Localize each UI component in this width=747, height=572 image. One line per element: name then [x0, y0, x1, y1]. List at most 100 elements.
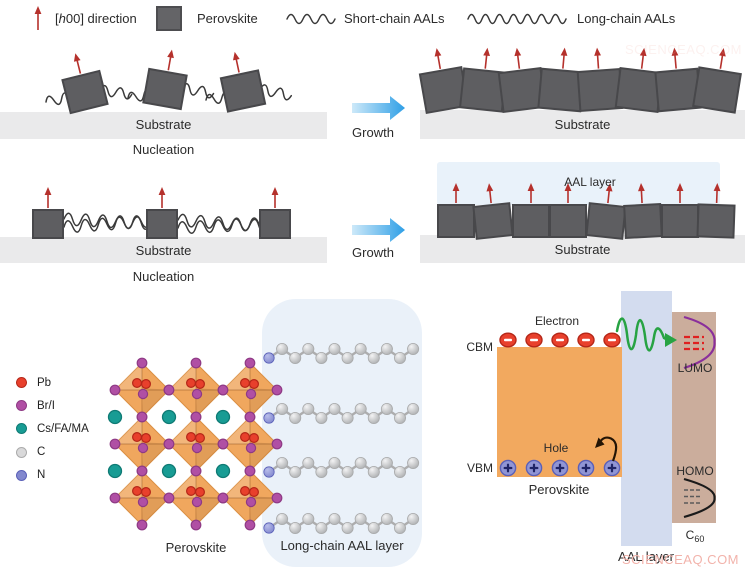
- nitrogen-atom: [263, 466, 275, 478]
- atom-legend: Pb Br/I Cs/FA/MA C N: [16, 371, 89, 487]
- red-direction-arrow: [233, 51, 240, 73]
- red-direction-arrow: [73, 53, 82, 74]
- perovskite-block: [142, 49, 188, 111]
- carbon-atom: [276, 402, 289, 415]
- electron-icon: [577, 332, 595, 348]
- legend-item-cs-fa-ma: Cs/FA/MA: [16, 417, 89, 440]
- carbon-atom: [341, 411, 354, 424]
- carbon-atom: [289, 522, 302, 535]
- perovskite-legend-label: Perovskite: [197, 11, 258, 26]
- hole-icon: [551, 459, 569, 477]
- aal-chain-squiggle: [63, 212, 151, 231]
- aal-chain-squiggle: [177, 217, 269, 235]
- red-direction-arrow: [594, 47, 601, 69]
- legend-item-c: C: [16, 441, 89, 464]
- red-direction-arrow: [639, 47, 647, 69]
- carbon-atom: [315, 465, 328, 478]
- legend-item-br-i: Br/I: [16, 394, 89, 417]
- hole-icon: [577, 459, 595, 477]
- perovskite-block: [437, 183, 475, 238]
- carbon-atom: [302, 456, 315, 469]
- growth-arrow-icon: [352, 218, 405, 242]
- carbon-atom: [380, 342, 393, 355]
- red-direction-arrow: [605, 183, 613, 204]
- nucleation-label-2: Nucleation: [132, 269, 195, 284]
- perovskite-swatch: [156, 6, 182, 31]
- aal-chain-squiggle: [181, 83, 215, 99]
- long-chain-legend-icon: [467, 13, 567, 25]
- carbon-atom: [367, 351, 380, 364]
- perovskite-block: [549, 183, 587, 238]
- homo-label: HOMO: [676, 464, 714, 478]
- lumo-curve: [683, 315, 716, 370]
- carbon-atom-icon: [16, 446, 27, 458]
- long-chain-aal-molecule: [263, 513, 420, 535]
- perovskite-block: [219, 51, 267, 113]
- substrate-label-3: Substrate: [135, 243, 192, 258]
- red-direction-arrow: [483, 47, 490, 69]
- carbon-atom: [315, 351, 328, 364]
- substrate-label-1: Substrate: [135, 117, 192, 132]
- carbon-atom: [315, 411, 328, 424]
- red-direction-arrow: [434, 48, 442, 69]
- carbon-atom: [302, 402, 315, 415]
- substrate-bar: [420, 110, 745, 139]
- electron-transfer-arrow: [615, 317, 669, 352]
- carbon-atom: [276, 513, 289, 526]
- short-chain-legend-icon: [286, 13, 336, 25]
- perovskite-block: [472, 183, 514, 240]
- carbon-atom: [407, 342, 420, 355]
- octahedron: [217, 465, 283, 531]
- red-direction-arrow: [486, 183, 494, 204]
- carbon-atom: [354, 342, 367, 355]
- perovskite-block: [696, 183, 736, 239]
- electron-icon: [525, 332, 543, 348]
- perovskite-block: [692, 48, 742, 114]
- perovskite-block: [585, 183, 627, 240]
- growth-arrow-icon: [352, 96, 405, 120]
- carbon-atom: [354, 513, 367, 526]
- red-direction-arrow: [638, 183, 645, 204]
- red-direction-arrow: [167, 49, 174, 71]
- substrate-label-4: Substrate: [554, 242, 611, 257]
- substrate-label-2: Substrate: [554, 117, 611, 132]
- red-direction-arrow: [676, 183, 684, 203]
- carbon-atom: [407, 456, 420, 469]
- aal-layer-band: [437, 162, 720, 205]
- carbon-atom: [367, 522, 380, 535]
- carbon-atom: [380, 402, 393, 415]
- carbon-atom: [328, 513, 341, 526]
- hole-icon: [525, 459, 543, 477]
- carbon-atom: [328, 402, 341, 415]
- perovskite-block: [146, 187, 178, 239]
- substrate-bar: [420, 235, 745, 263]
- octahedron: [217, 411, 283, 477]
- nitrogen-atom: [263, 522, 275, 534]
- perovskite-block: [623, 183, 663, 239]
- perovskite-block: [576, 47, 624, 112]
- aal-panel-background: [262, 299, 422, 567]
- carbon-atom: [367, 411, 380, 424]
- crystal-perovskite-label: Perovskite: [165, 540, 227, 555]
- aal-chain-squiggle: [259, 84, 293, 101]
- carbon-atom: [341, 465, 354, 478]
- a-site-atom: [107, 463, 123, 479]
- carbon-atom: [328, 342, 341, 355]
- electron-label: Electron: [534, 314, 580, 328]
- long-chain-legend-label: Long-chain AALs: [577, 11, 676, 26]
- perovskite-block: [61, 53, 109, 115]
- growth-label-2: Growth: [352, 245, 394, 260]
- substrate-bar: [0, 112, 327, 139]
- carbon-atom: [302, 342, 315, 355]
- vbm-label: VBM: [466, 461, 493, 475]
- red-direction-arrow: [671, 47, 679, 69]
- electron-icon: [499, 332, 517, 348]
- h00-direction-label: [h00] direction: [55, 11, 137, 26]
- carbon-atom: [341, 522, 354, 535]
- a-site-atom: [215, 463, 231, 479]
- red-direction-arrow: [719, 48, 726, 69]
- nitrogen-atom: [263, 352, 275, 364]
- pb-atom-icon: [16, 377, 27, 389]
- cbm-label: CBM: [466, 340, 493, 354]
- energy-perovskite-box: [497, 347, 622, 477]
